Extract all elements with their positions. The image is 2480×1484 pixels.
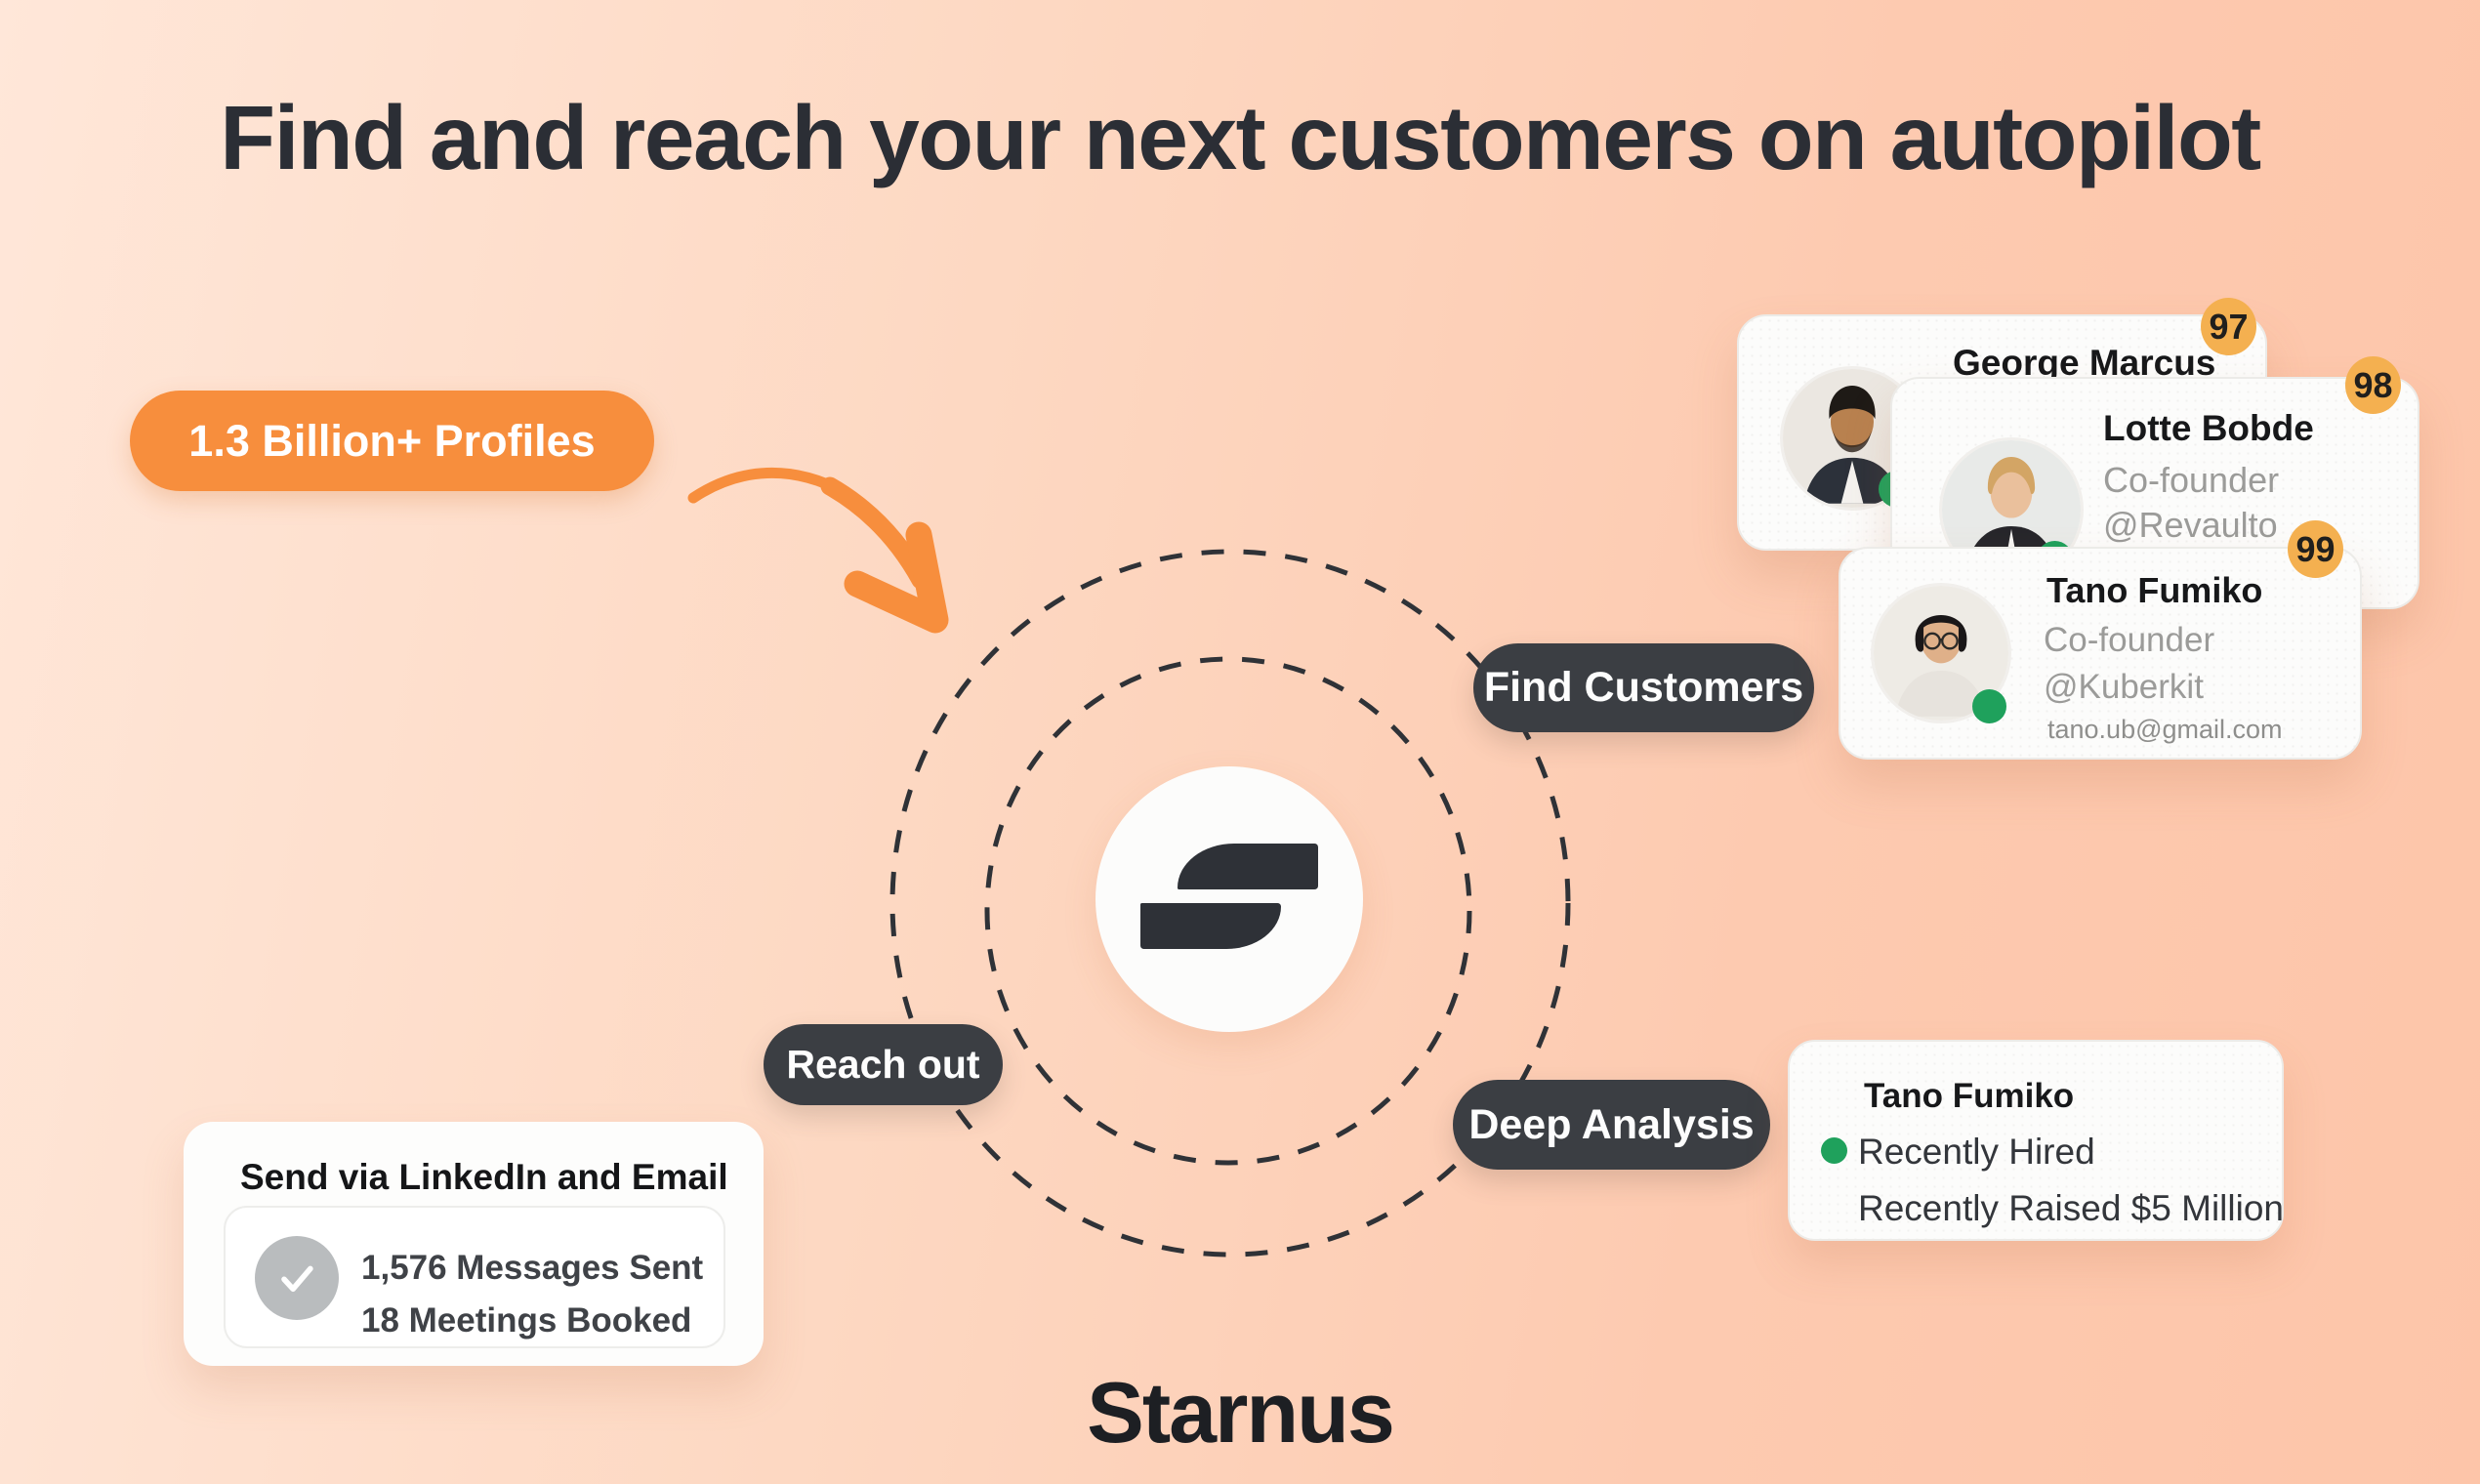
profiles-count-badge: 1.3 Billion+ Profiles xyxy=(130,391,654,491)
analysis-card: Tano Fumiko Recently Hired Recently Rais… xyxy=(1788,1040,2284,1241)
score-value: 97 xyxy=(2209,306,2249,347)
orbit-label-find-customers: Find Customers xyxy=(1473,643,1814,732)
profile-email: tano.ub@gmail.com xyxy=(2047,715,2283,744)
outreach-stats-box: 1,576 Messages Sent 18 Meetings Booked xyxy=(224,1206,725,1348)
score-value: 99 xyxy=(2295,528,2335,569)
starnus-logo-mark xyxy=(1095,766,1363,1032)
orbit-label-deep-analysis: Deep Analysis xyxy=(1453,1080,1770,1170)
outreach-card-title: Send via LinkedIn and Email xyxy=(240,1157,728,1197)
orbit-label-reach-out: Reach out xyxy=(764,1024,1003,1105)
signal-recently-hired: Recently Hired xyxy=(1858,1132,2095,1172)
profile-role: Co-founder xyxy=(2103,460,2280,500)
deep-analysis-label: Deep Analysis xyxy=(1468,1100,1755,1148)
profile-name: Lotte Bobde xyxy=(2103,408,2314,448)
score-badge: 97 xyxy=(2201,298,2256,355)
profile-name: Tano Fumiko xyxy=(2046,570,2263,610)
brand-wordmark: Starnus xyxy=(1087,1364,1395,1461)
profile-name: George Marcus xyxy=(1953,343,2216,383)
reach-out-label: Reach out xyxy=(786,1042,980,1087)
profile-card-tano: Tano Fumiko Co-founder @Kuberkit tano.ub… xyxy=(1839,520,2362,760)
meetings-booked-stat: 18 Meetings Booked xyxy=(361,1301,692,1340)
messages-sent-stat: 1,576 Messages Sent xyxy=(361,1249,704,1287)
score-badge: 99 xyxy=(2288,520,2343,578)
profiles-count-label: 1.3 Billion+ Profiles xyxy=(188,415,596,466)
logo-bar-bottom xyxy=(1140,903,1281,949)
logo-bar-top xyxy=(1178,844,1318,889)
profile-company: @Revaulto xyxy=(2103,505,2278,545)
analysis-card-name: Tano Fumiko xyxy=(1864,1077,2075,1115)
check-icon xyxy=(255,1236,339,1320)
page-title: Find and reach your next customers on au… xyxy=(220,87,2261,188)
profile-role: Co-founder xyxy=(2044,621,2215,659)
orbit-dashed-circles xyxy=(889,549,1571,1257)
signal-recently-raised: Recently Raised $5 Million xyxy=(1858,1188,2284,1228)
status-dot-icon xyxy=(1972,689,2006,723)
find-customers-label: Find Customers xyxy=(1483,664,1804,711)
score-badge: 98 xyxy=(2345,356,2401,414)
profile-company: @Kuberkit xyxy=(2044,668,2204,706)
curved-arrow-icon xyxy=(687,468,949,634)
score-value: 98 xyxy=(2353,364,2393,405)
outreach-card: Send via LinkedIn and Email 1,576 Messag… xyxy=(184,1122,764,1366)
status-dot-icon xyxy=(1821,1137,1847,1164)
